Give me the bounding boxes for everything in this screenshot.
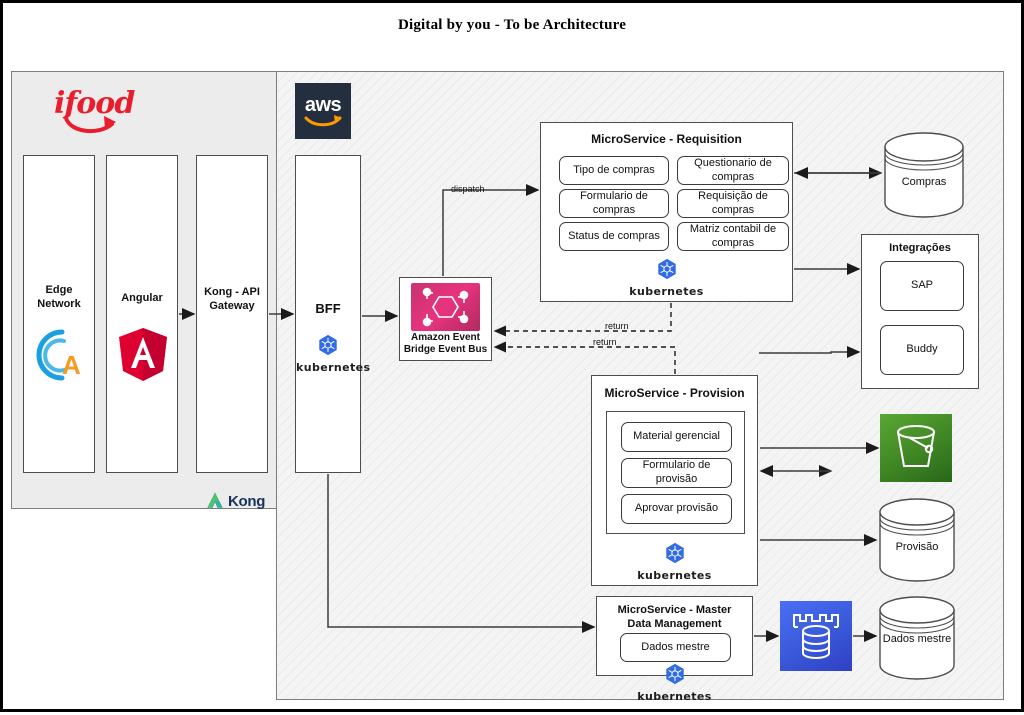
integracoes-title: Integrações [889, 242, 951, 254]
database-glyph-icon [793, 614, 839, 659]
s3-bucket-icon[interactable] [880, 414, 952, 482]
akamai-icon: A [36, 329, 81, 381]
kubernetes-label: kubernetes [296, 361, 371, 374]
integration-item-sap[interactable]: SAP [880, 261, 964, 311]
kubernetes-icon [665, 542, 684, 564]
kubernetes-logo: kubernetes [592, 542, 757, 582]
bucket-glyph-icon [897, 425, 935, 467]
cylinder-icon [879, 596, 955, 680]
kong-mark-icon [207, 492, 223, 508]
datastore-compras[interactable]: Compras [883, 131, 965, 219]
kubernetes-logo: kubernetes [541, 258, 792, 298]
cylinder-icon [879, 498, 955, 582]
page-title: Digital by you - To be Architecture [397, 17, 627, 33]
requisition-item-requisicao-de-compras[interactable]: Requisição de compras [677, 189, 789, 218]
bff-box[interactable]: BFF kubernetes [295, 155, 371, 473]
cylinder-icon [884, 132, 964, 218]
aws-logo-text: aws [304, 93, 342, 116]
kubernetes-logo: kubernetes [296, 334, 371, 374]
item-label: Tipo de compras [573, 163, 655, 176]
datastore-label: Compras [901, 176, 947, 188]
requisition-item-questionario-de-compras[interactable]: Questionario de compras [677, 156, 789, 185]
microservice-provision[interactable]: MicroService - Provision Material gerenc… [591, 375, 758, 586]
item-label: Formulario de compras [580, 189, 648, 216]
requisition-item-formulario-de-compras[interactable]: Formulario de compras [559, 189, 669, 218]
kubernetes-logo: kubernetes [596, 663, 753, 703]
item-label: Buddy [906, 343, 938, 356]
item-label: Status de compras [568, 229, 660, 242]
requisition-item-status-de-compras[interactable]: Status de compras [559, 222, 669, 251]
ifood-swoosh-icon [64, 116, 116, 134]
datastore-dados-mestre[interactable]: Dados mestre [878, 595, 956, 681]
svg-text:A: A [62, 350, 81, 380]
bff-label: BFF [315, 301, 341, 316]
microservice-title: MicroService - Master Data Management [617, 604, 732, 630]
item-label: Aprovar provisão [634, 502, 719, 515]
kubernetes-icon [657, 258, 676, 280]
kubernetes-icon [319, 334, 337, 356]
item-label: Requisição de compras [698, 189, 768, 216]
item-label: Dados mestre [641, 640, 710, 653]
angular-icon [119, 328, 167, 381]
item-label: Matriz contabil de compras [689, 222, 777, 249]
kubernetes-label: kubernetes [629, 285, 704, 298]
requisition-item-matriz-contabil-de-compras[interactable]: Matriz contabil de compras [677, 222, 789, 251]
kong-icon: Kong [205, 491, 265, 511]
eventbridge-icon [411, 283, 480, 331]
eventbridge-glyph-icon [422, 287, 469, 327]
microservice-title: MicroService - Requisition [591, 132, 742, 146]
aws-smile-icon [304, 114, 342, 126]
datastore-label: Dados mestre [882, 633, 952, 645]
amazon-eventbridge-box[interactable]: Amazon Event Bridge Event Bus [399, 277, 492, 361]
requisition-item-tipo-de-compras[interactable]: Tipo de compras [559, 156, 669, 185]
datastore-provisao[interactable]: Provisão [878, 497, 956, 583]
client-box-label: Angular [121, 292, 163, 304]
kong-logo-text: Kong [228, 492, 266, 510]
client-box-label: Kong - API Gateway [204, 286, 260, 312]
item-label: Formulario de provisão [642, 459, 711, 485]
client-box-angular[interactable]: Angular [106, 155, 178, 473]
mdm-item-dados-mestre[interactable]: Dados mestre [620, 633, 731, 662]
item-label: Material gerencial [633, 430, 720, 443]
microservice-master-data-management[interactable]: MicroService - Master Data Management Da… [596, 596, 753, 676]
integracoes-box[interactable]: Integrações SAP Buddy [861, 234, 979, 389]
item-label: SAP [910, 279, 933, 292]
provision-item-material-gerencial[interactable]: Material gerencial [621, 422, 732, 452]
microservice-requisition[interactable]: MicroService - Requisition Tipo de compr… [540, 122, 793, 302]
item-label: Questionario de compras [694, 156, 772, 183]
integration-item-buddy[interactable]: Buddy [880, 325, 964, 375]
microservice-title: MicroService - Provision [604, 386, 745, 400]
provision-item-formulario-de-provisao[interactable]: Formulario de provisão [621, 458, 732, 488]
aws-database-icon[interactable] [780, 601, 852, 671]
client-box-kong-api-gateway[interactable]: Kong - API Gateway Kong [196, 155, 268, 510]
client-box-label: Edge Network [37, 284, 81, 310]
kubernetes-label: kubernetes [637, 569, 712, 582]
eventbridge-label-line1: Amazon Event [411, 332, 480, 343]
datastore-label: Provisão [895, 541, 939, 553]
kubernetes-icon [665, 663, 684, 685]
kubernetes-label: kubernetes [637, 690, 712, 703]
aws-logo: aws [295, 83, 351, 139]
client-box-edge-network[interactable]: Edge Network A [23, 155, 95, 473]
ifood-logo-text: ifood [54, 86, 135, 121]
eventbridge-label-line2: Bridge Event Bus [403, 344, 488, 355]
provision-items-group: Material gerencial Formulario de provisã… [606, 411, 745, 534]
provision-item-aprovar-provisao[interactable]: Aprovar provisão [621, 494, 732, 524]
